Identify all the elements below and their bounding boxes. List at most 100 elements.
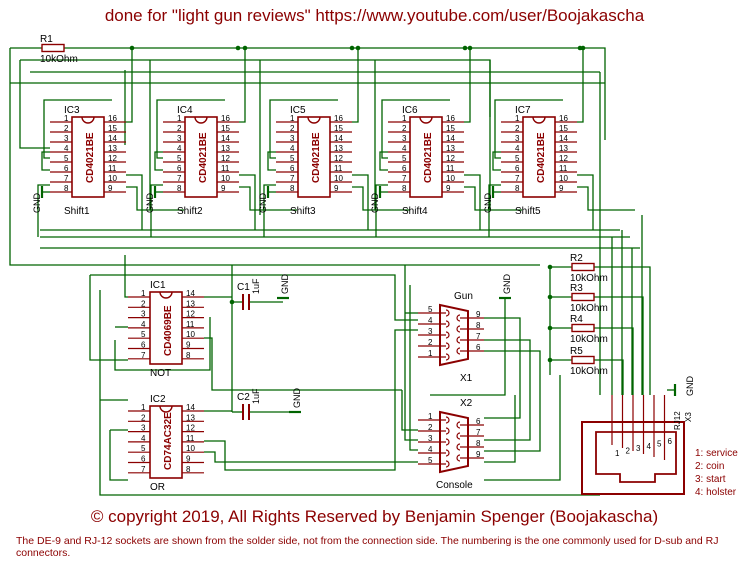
ground-label: GND: [370, 193, 380, 214]
wire: [492, 151, 501, 171]
pin-number: 7: [64, 174, 69, 183]
chip-body: [522, 116, 556, 198]
wire: [124, 255, 128, 298]
pin-number: 1: [615, 449, 620, 458]
chip-body: [409, 116, 443, 198]
pin-number: 11: [186, 320, 195, 329]
pin-number: 16: [108, 114, 117, 123]
pin-number: 14: [108, 134, 117, 143]
pin-number: 4: [402, 144, 407, 153]
junction-dot: [547, 264, 553, 270]
pin-number: 1: [428, 349, 433, 358]
pin-number: 16: [559, 114, 568, 123]
pin-number: 5: [428, 305, 433, 314]
pin-number: 2: [177, 124, 182, 133]
resistor-body: [571, 323, 595, 333]
pin-number: 2: [626, 447, 631, 456]
pin-contact: [456, 432, 461, 440]
wire: [379, 151, 388, 171]
pin-number: 9: [476, 310, 481, 319]
junction-dot: [242, 45, 248, 51]
pin-number: 1: [402, 114, 407, 123]
pin-number: 4: [428, 316, 433, 325]
resistor-body: [571, 355, 595, 365]
pin-number: 2: [141, 413, 146, 422]
pin-number: 6: [476, 343, 481, 352]
junction-dot: [547, 294, 553, 300]
wire: [484, 317, 521, 419]
pin-number: 8: [186, 351, 191, 360]
junction-dot: [547, 325, 553, 331]
wire: [99, 290, 600, 496]
pin-number: 15: [446, 124, 455, 133]
chip-part-number: CD4069BE: [163, 305, 174, 356]
resistor-value: 10kOhm: [570, 273, 608, 284]
pin-number: 1: [515, 114, 520, 123]
pin-number: 7: [290, 174, 295, 183]
pin-number: 2: [428, 338, 433, 347]
pin-number: 2: [428, 423, 433, 432]
pin-number: 6: [64, 164, 69, 173]
footnote-text: The DE-9 and RJ-12 sockets are shown fro…: [16, 535, 719, 559]
pin-number: 14: [186, 403, 195, 412]
pin-number: 6: [141, 455, 146, 464]
chip-notch: [419, 116, 433, 124]
wire: [20, 59, 491, 117]
chip-label: Shift4: [402, 206, 428, 217]
pin-number: 13: [334, 144, 343, 153]
wire: [43, 99, 112, 159]
chip-notch: [307, 116, 321, 124]
pin-number: 4: [141, 434, 146, 443]
chip-part-number: CD4021BE: [85, 132, 96, 183]
pin-number: 4: [515, 144, 520, 153]
cap-value: 1uF: [251, 388, 261, 404]
pin-number: 10: [108, 174, 117, 183]
connector-ref: X2: [460, 398, 473, 409]
pin-number: 2: [290, 124, 295, 133]
pin-contact: [456, 454, 461, 462]
pin-number: 5: [64, 154, 69, 163]
wire: [484, 395, 516, 463]
pin-number: 8: [64, 184, 69, 193]
pin-number: 13: [186, 299, 195, 308]
resistor-body: [571, 292, 595, 302]
pin-number: 13: [221, 144, 230, 153]
pin-number: 5: [428, 456, 433, 465]
wire: [352, 186, 410, 211]
connector-shell: [439, 410, 469, 474]
chip-ref: IC7: [515, 105, 531, 116]
wire: [239, 186, 297, 211]
pin-number: 16: [334, 114, 343, 123]
header-title: done for "light gun reviews" https://www…: [104, 6, 645, 25]
resistor-value: 10kOhm: [570, 334, 608, 345]
rj12-connector: [581, 395, 685, 495]
junction-dot: [547, 357, 553, 363]
wire: [19, 60, 50, 149]
resistor: [571, 355, 595, 365]
pin-number: 7: [476, 428, 481, 437]
pin-number: 13: [446, 144, 455, 153]
chip-notch: [159, 291, 173, 299]
pin-number: 2: [515, 124, 520, 133]
shift-register-chip: [40, 116, 126, 198]
pin-number: 9: [221, 184, 226, 193]
pin-number: 16: [446, 114, 455, 123]
cap-ref: C1: [237, 282, 250, 293]
wire: [126, 174, 143, 230]
pin-number: 8: [177, 184, 182, 193]
resistor-ref: R4: [570, 314, 583, 325]
shift-register-chip: [266, 116, 352, 198]
chip-notch: [532, 116, 546, 124]
connector-name: Console: [436, 480, 473, 491]
wire: [41, 151, 50, 171]
pin-contact: [445, 449, 450, 457]
pin-number: 14: [334, 134, 343, 143]
pin-number: 8: [290, 184, 295, 193]
pin-number: 15: [559, 124, 568, 133]
resistor: [571, 292, 595, 302]
resistor: [571, 323, 595, 333]
wire: [594, 359, 624, 395]
chip-ref: IC2: [150, 394, 166, 405]
pin-number: 11: [186, 434, 195, 443]
chip-notch: [194, 116, 208, 124]
